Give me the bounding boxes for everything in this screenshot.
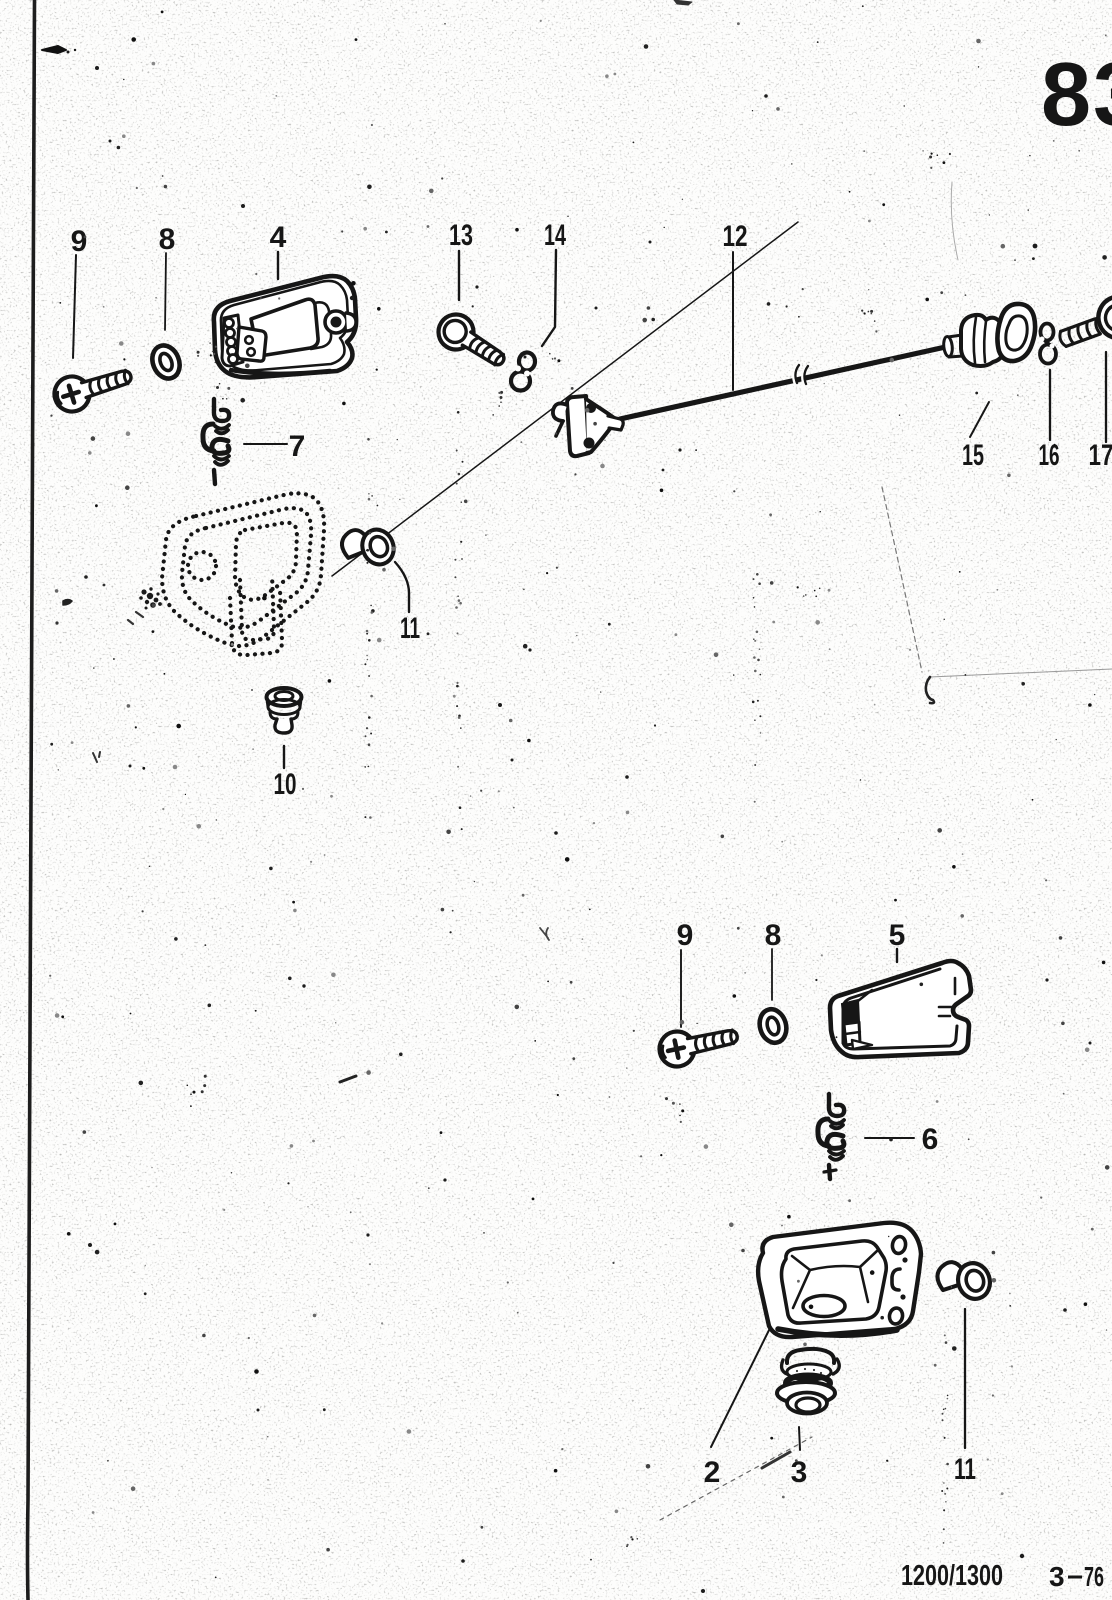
svg-text:8: 8 bbox=[765, 919, 782, 952]
svg-text:9: 9 bbox=[677, 919, 694, 952]
svg-text:4: 4 bbox=[270, 221, 287, 254]
svg-text:5: 5 bbox=[889, 919, 906, 952]
svg-text:11: 11 bbox=[400, 612, 420, 645]
svg-text:8: 8 bbox=[159, 223, 176, 256]
svg-text:7: 7 bbox=[289, 430, 306, 463]
svg-text:3: 3 bbox=[791, 1456, 808, 1489]
svg-text:16: 16 bbox=[1039, 439, 1060, 472]
svg-text:13: 13 bbox=[449, 219, 473, 252]
svg-text:1200/1300: 1200/1300 bbox=[901, 1560, 1003, 1592]
svg-text:83: 83 bbox=[1041, 45, 1112, 145]
svg-text:11: 11 bbox=[954, 1453, 976, 1486]
svg-text:76: 76 bbox=[1084, 1561, 1104, 1592]
svg-text:12: 12 bbox=[723, 220, 748, 253]
svg-text:3: 3 bbox=[1049, 1561, 1065, 1592]
svg-text:14: 14 bbox=[544, 219, 566, 252]
svg-text:6: 6 bbox=[922, 1123, 939, 1156]
svg-text:9: 9 bbox=[71, 225, 88, 258]
svg-text:17: 17 bbox=[1089, 439, 1112, 472]
svg-text:15: 15 bbox=[962, 439, 984, 472]
svg-text:10: 10 bbox=[274, 768, 297, 801]
svg-text:2: 2 bbox=[704, 1456, 721, 1489]
